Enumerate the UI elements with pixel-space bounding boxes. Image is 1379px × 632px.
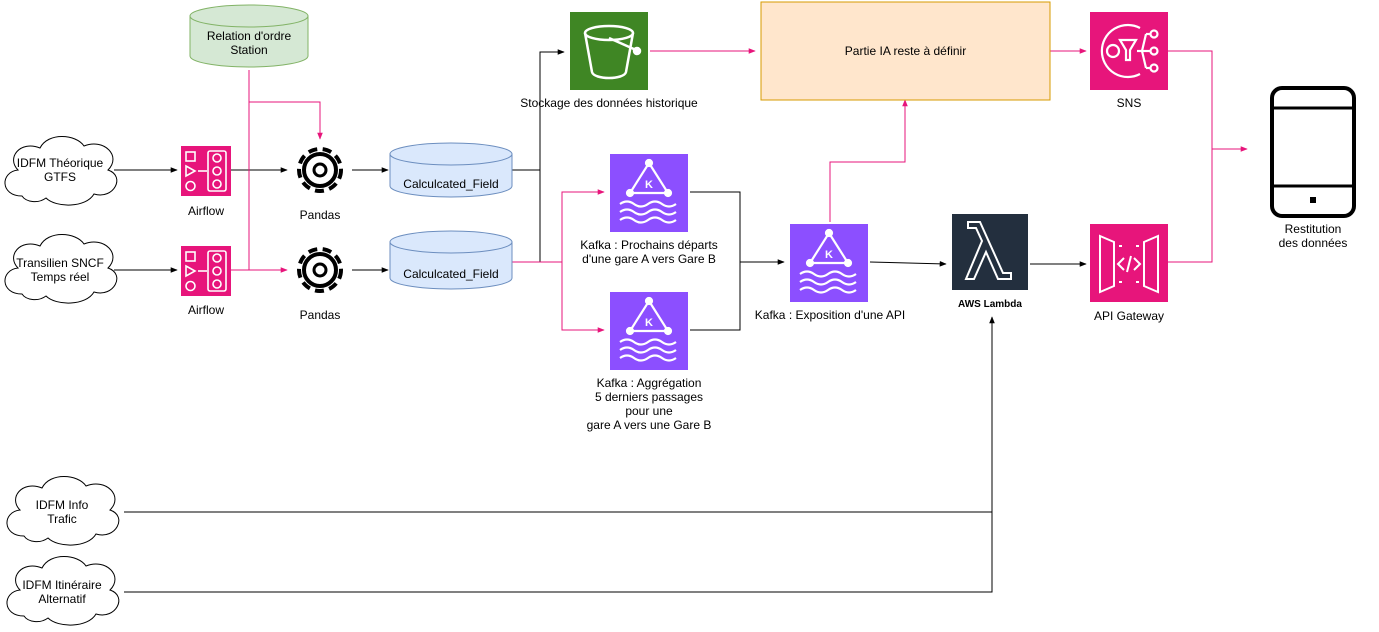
ia-box — [760, 1, 1051, 101]
api-gateway-icon — [1090, 224, 1168, 302]
pandas-label: Pandas — [299, 308, 341, 322]
s3-bucket-icon — [570, 12, 648, 90]
kafka-icon: K — [610, 154, 688, 232]
ia-label: Partie IA reste à définir — [844, 44, 967, 58]
airflow-label: Airflow — [187, 204, 224, 218]
svg-text:K: K — [645, 179, 653, 191]
database-icon — [389, 230, 513, 290]
airflow-icon — [181, 246, 231, 296]
tablet-icon — [1270, 86, 1356, 218]
pandas-label: Pandas — [299, 208, 341, 222]
relation-ordre-station-db — [189, 4, 309, 68]
s3-label: Stockage des données historique — [520, 96, 698, 110]
calculated-field-label: Calculcated_Field — [403, 267, 499, 281]
airflow-icon — [181, 146, 231, 196]
database-icon — [389, 142, 513, 198]
lambda-icon — [952, 214, 1028, 290]
gear-icon — [297, 247, 343, 293]
lambda-label: AWS Lambda — [958, 299, 1022, 310]
cloud-icon — [4, 136, 120, 626]
sns-label: SNS — [1116, 96, 1142, 110]
gear-icon — [297, 147, 343, 193]
airflow-label: Airflow — [187, 303, 224, 317]
connectors-black — [114, 49, 1087, 593]
kafka-api-label: Kafka : Exposition d'une API — [754, 308, 906, 322]
kafka-icon: K — [790, 224, 868, 302]
svg-text:K: K — [645, 317, 653, 329]
api-gateway-label: API Gateway — [1093, 309, 1165, 323]
calculated-field-label: Calculcated_Field — [403, 177, 499, 191]
kafka-icon: K — [610, 292, 688, 370]
sns-icon — [1090, 12, 1168, 90]
connectors-pink — [231, 48, 1248, 333]
svg-text:K: K — [825, 249, 833, 261]
